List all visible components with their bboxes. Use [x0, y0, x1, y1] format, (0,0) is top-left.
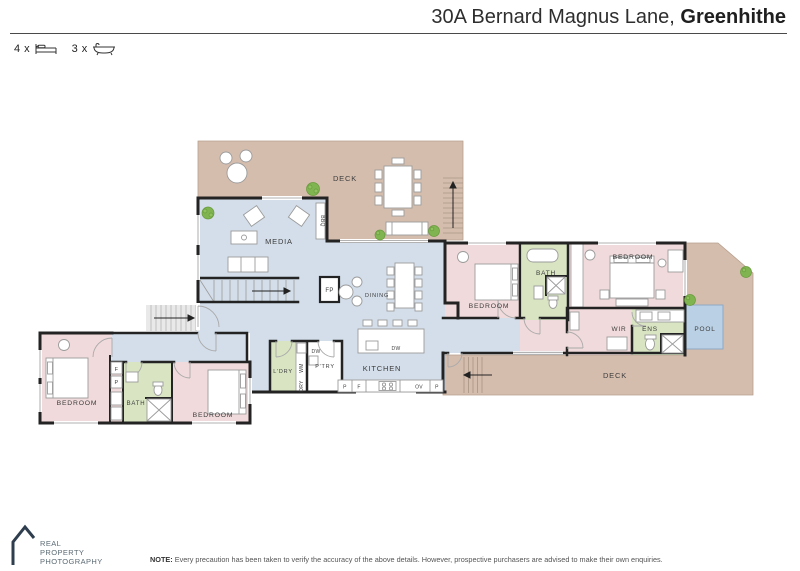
bed-count: 4: [14, 42, 21, 55]
label-dining: DINING: [365, 293, 389, 299]
tree-icon: [374, 229, 386, 241]
entry-stairs: [146, 305, 200, 331]
page-title: 30A Bernard Magnus Lane, Greenhithe: [431, 6, 786, 29]
note-label: NOTE:: [150, 555, 173, 564]
bath-count: 3: [71, 42, 78, 55]
tree-icon: [684, 294, 696, 306]
round-table: [338, 276, 363, 307]
label-washing-machine: WM: [299, 363, 305, 372]
label-bedroom-master: BEDROOM: [613, 254, 654, 261]
deck-table-round: [226, 162, 248, 184]
bath-summary: 3 x: [72, 41, 118, 56]
room-labels: DECK MEDIA DECK KITCHEN DINING BEDROOM B…: [57, 174, 715, 419]
label-ens: ENS: [642, 326, 658, 333]
label-dishwasher-island: DW: [392, 346, 401, 352]
times-label: x: [24, 42, 30, 55]
furniture: [45, 149, 685, 422]
tree-icon: [201, 206, 215, 220]
service-insets: [295, 242, 584, 393]
label-dryer: DRY: [299, 380, 305, 392]
label-pool: POOL: [694, 326, 715, 333]
label-bench-f: F: [357, 385, 360, 391]
pantry-dishwasher: [308, 355, 319, 366]
disclaimer-note: NOTE: Every precaution has been taken to…: [150, 555, 663, 564]
ensuite-fixtures: [635, 309, 685, 354]
deck-couch: [385, 221, 429, 236]
label-bedroom-2: BEDROOM: [193, 412, 234, 419]
trees: [201, 182, 752, 306]
tree-icon: [428, 225, 440, 237]
times-label: x: [81, 42, 88, 55]
bath1-fixtures: [125, 371, 172, 422]
kitchen-island: [357, 319, 425, 354]
windows: [38, 196, 687, 425]
label-deck-lower: DECK: [603, 371, 627, 380]
label-bench-p: P: [343, 385, 347, 391]
address-text: 30A Bernard Magnus Lane,: [431, 6, 675, 28]
label-bath-2: BATH: [536, 270, 556, 277]
note-text: Every precaution has been taken to verif…: [174, 555, 663, 564]
suburb-text: Greenhithe: [680, 6, 786, 28]
bed-bath-summary: 4 x 3 x: [14, 41, 125, 56]
label-deck-upper: DECK: [333, 174, 357, 183]
brand-line: REAL: [40, 539, 62, 548]
label-bath-1: BATH: [127, 401, 146, 407]
fixture-labels: FP BBQ DW DW WM DRY F P P F OV P: [115, 215, 439, 392]
media-armchairs: [242, 205, 311, 227]
media-couch: [227, 256, 269, 273]
label-dishwasher-pantry: DW: [312, 349, 321, 355]
label-oven: OV: [415, 385, 423, 391]
label-fireplace: FP: [325, 288, 333, 294]
pool: [684, 304, 724, 350]
footer-brand: REAL PROPERTY PHOTOGRAPHY: [8, 524, 103, 566]
label-bench-p2: P: [435, 385, 439, 391]
label-bedroom-1: BEDROOM: [57, 400, 98, 407]
label-pantry-cupboard: P: [115, 380, 119, 386]
bath-icon: [93, 43, 116, 56]
label-fridge-cupboard: F: [115, 367, 119, 373]
bed-icon: [35, 43, 57, 54]
internal-stairs: [199, 279, 295, 303]
kitchen-bench: [337, 379, 444, 393]
header-divider: [10, 33, 787, 34]
bedroom3-furniture: [457, 251, 519, 301]
deck-lower-stairs: [462, 357, 492, 393]
tree-icon: [740, 266, 752, 278]
master-furniture: [584, 249, 684, 307]
deck-dining-set: [374, 157, 422, 217]
washing-machine: [296, 342, 307, 354]
label-pantry: P'TRY: [315, 364, 335, 370]
brand-line: PHOTOGRAPHY: [40, 557, 103, 566]
wir-shelves: [569, 311, 628, 351]
house-logo-icon: [11, 524, 36, 565]
brand-line: PROPERTY: [40, 548, 85, 557]
label-bbq: BBQ: [319, 215, 325, 226]
label-bedroom-3: BEDROOM: [469, 303, 510, 310]
bedroom2-furniture: [207, 369, 247, 415]
bbq-unit: [315, 202, 326, 240]
label-laundry: L'DRY: [273, 369, 293, 375]
tree-icon: [306, 182, 320, 196]
label-wir: WIR: [611, 326, 626, 333]
label-media: MEDIA: [265, 237, 293, 246]
deck-upper-stairs: [443, 177, 463, 234]
media-console: [230, 230, 258, 245]
label-kitchen: KITCHEN: [363, 364, 402, 373]
bath2-fixtures: [526, 248, 566, 309]
bedroom1-furniture: [45, 339, 123, 421]
dining-set: [386, 262, 423, 312]
bed-summary: 4 x: [14, 42, 58, 56]
brand-text: REAL PROPERTY PHOTOGRAPHY: [40, 539, 103, 566]
